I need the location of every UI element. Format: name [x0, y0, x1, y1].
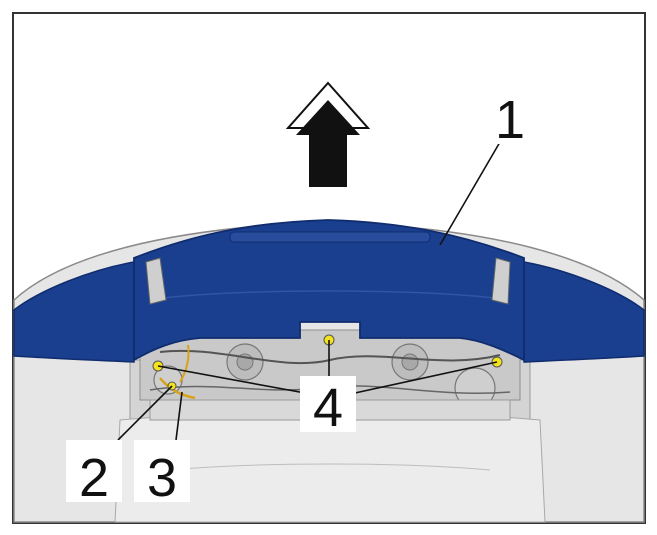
callout-label-4: 4	[313, 378, 343, 438]
callout-4-bg	[300, 376, 356, 432]
highlighted-spoiler-part	[13, 219, 645, 363]
leader-lines	[117, 141, 501, 441]
callout-2-bg	[66, 440, 122, 502]
up-arrow-icon	[285, 81, 371, 187]
callout-label-2: 2	[79, 448, 109, 508]
callout-3-bg	[134, 440, 190, 502]
callout-label-1: 1	[495, 90, 525, 150]
callout-1-bg	[486, 88, 534, 144]
callout-label-3: 3	[147, 448, 177, 508]
